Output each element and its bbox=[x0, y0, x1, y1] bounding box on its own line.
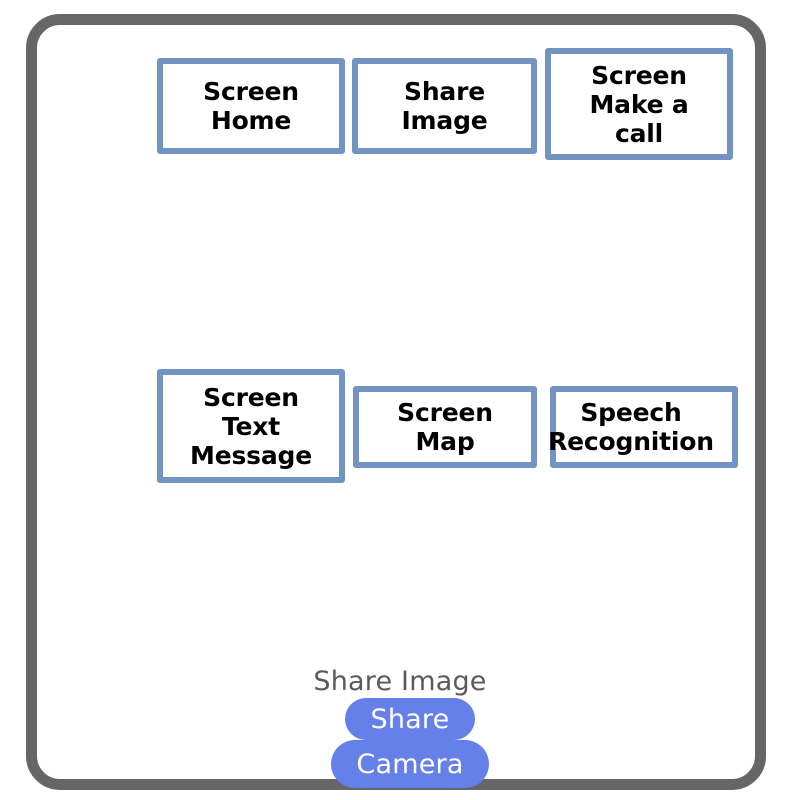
share-option-camera[interactable]: Camera bbox=[331, 740, 489, 788]
flow-node-screen-home[interactable]: Screen Home bbox=[157, 58, 345, 154]
share-sheet: Share Image Share Camera bbox=[0, 660, 800, 800]
flow-node-label: Screen Map bbox=[397, 398, 493, 456]
flow-node-speech-recognition[interactable]: Speech Recognition bbox=[548, 386, 738, 468]
flow-node-share-image[interactable]: Share Image bbox=[352, 58, 537, 154]
share-option-label: Camera bbox=[356, 748, 464, 780]
flow-node-label: Screen Home bbox=[203, 77, 299, 135]
flow-node-label: Share Image bbox=[401, 77, 488, 135]
flow-node-make-a-call[interactable]: Screen Make a call bbox=[545, 48, 733, 160]
flow-node-label: Speech Recognition bbox=[548, 398, 714, 456]
flow-node-screen-map[interactable]: Screen Map bbox=[353, 386, 537, 468]
flow-node-text-message[interactable]: Screen Text Message bbox=[157, 369, 345, 483]
share-option-share[interactable]: Share bbox=[345, 698, 475, 740]
share-sheet-title: Share Image bbox=[313, 666, 487, 697]
device-frame: Screen Home Share Image Screen Make a ca… bbox=[26, 14, 766, 790]
flow-node-label: Screen Text Message bbox=[190, 382, 312, 470]
flow-node-label: Screen Make a call bbox=[589, 60, 689, 148]
share-option-label: Share bbox=[370, 703, 450, 735]
